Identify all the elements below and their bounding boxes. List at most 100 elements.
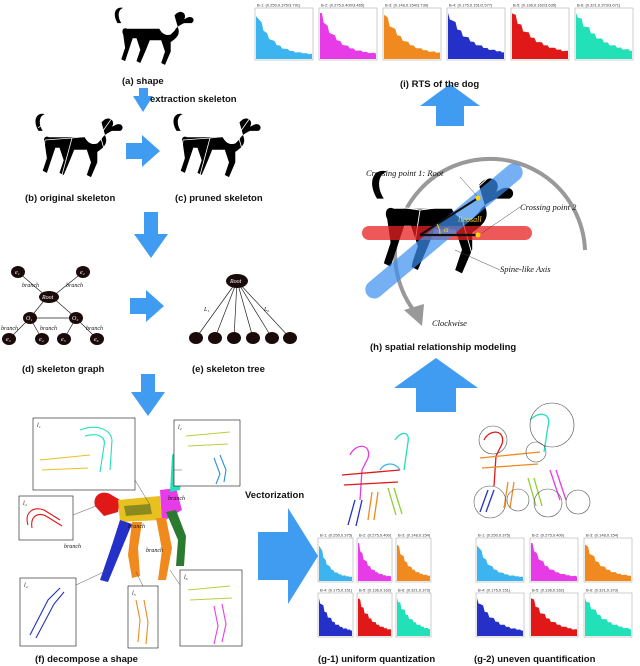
crossing-point-2 [475, 232, 481, 238]
crossing-point-2-label: Crossing point 2 [520, 202, 577, 212]
histogram-g1-2: B-2: (0.275,0.400) [356, 533, 393, 583]
arrow-d-e [130, 290, 164, 322]
histogram-rts-1: B-1: (0.250,0.375/3.791) [254, 3, 314, 61]
tree-label-l6: L₆ [263, 307, 269, 313]
graph-branch-label-3: branch [40, 326, 57, 332]
svg-text:B-6: (0.321,0.373): B-6: (0.321,0.373) [586, 588, 619, 593]
decompose-branch-2: branch [128, 524, 145, 530]
svg-text:B-2: (0.275,0.400): B-2: (0.275,0.400) [532, 533, 565, 538]
svg-text:B-5: (0.136,0.162): B-5: (0.136,0.162) [359, 588, 392, 593]
caption-d: (d) skeleton graph [22, 364, 105, 375]
part-boxes [18, 417, 243, 649]
graph-label-e2: e₂ [80, 270, 85, 276]
uniform-quantization-dog [341, 432, 409, 527]
histogram-rts-2: B-2: (0.275,0.400/3.465) [318, 3, 378, 61]
svg-text:B-3: (0.148,0.154/3.739): B-3: (0.148,0.154/3.739) [385, 3, 429, 8]
decompose-branch-3: branch [64, 544, 81, 550]
graph-label-e4: e₄ [39, 337, 44, 343]
skeleton-original: (b) original skeleton [25, 113, 123, 204]
diagonal-band [365, 163, 523, 299]
caption-extract: extraction skeleton [150, 94, 237, 105]
graph-label-root: Root [41, 295, 54, 301]
part-box-4 [19, 577, 77, 647]
svg-text:B-1: (0.250,0.375): B-1: (0.250,0.375) [320, 533, 353, 538]
tree-label-l1: L₁ [203, 307, 209, 313]
histogram-g2-2: B-2: (0.275,0.400) [529, 533, 579, 583]
caption-g2: (g-2) uneven quantification [474, 654, 596, 665]
arrow-down-c [134, 212, 168, 258]
graph-branch-label-5: branch [86, 326, 103, 332]
graph-label-o3: O₃ [72, 316, 78, 322]
uneven-quantification-dog [473, 402, 591, 519]
graph-node-e4 [35, 333, 49, 345]
caption-vectorization: Vectorization [245, 490, 304, 501]
graph-branch-label-1: branch [22, 283, 39, 289]
svg-text:B-4: (0.175,0.151): B-4: (0.175,0.151) [320, 588, 353, 593]
decomposed-dog [94, 451, 190, 582]
arrow-down-d [131, 374, 165, 416]
caption-e: (e) skeleton tree [192, 364, 265, 375]
decompose-shape: l₁ l₂ l₃ l₄ l₅ l₆ branch branch branch b… [18, 417, 243, 665]
histogram-rts-3: B-3: (0.148,0.154/3.739) [382, 3, 442, 61]
svg-text:B-3: (0.148,0.154): B-3: (0.148,0.154) [398, 533, 431, 538]
svg-text:B-1: (0.250,0.375): B-1: (0.250,0.375) [478, 533, 511, 538]
root-point [475, 195, 481, 201]
graph-label-e3: e₃ [6, 337, 11, 343]
svg-text:B-5: (0.136,0.162): B-5: (0.136,0.162) [532, 588, 565, 593]
graph-label-e1: e₁ [15, 270, 20, 276]
part-label-l6: l₆ [184, 575, 188, 581]
caption-i: (i) RTS of the dog [400, 79, 479, 90]
angle-alpha-label: α [444, 224, 449, 234]
graph-node-e1 [11, 266, 25, 278]
caption-a: (a) shape [122, 76, 164, 87]
shape-a: (a) shape [114, 7, 194, 87]
spine-axis-label: Spine-like Axis [500, 264, 551, 274]
caption-f: (f) decompose a shape [35, 654, 138, 665]
histogram-g1-6: B-6: (0.321,0.373) [395, 588, 432, 638]
part-box-5 [127, 585, 159, 649]
histogram-g2-4: B-4: (0.175,0.151) [475, 588, 525, 638]
skeleton-tree: Root L₁ L₆ (e) skeleton tree [189, 274, 297, 375]
histogram-g1-4: B-4: (0.175,0.151) [317, 588, 354, 638]
svg-text:B-4: (0.175,0.151/2.577): B-4: (0.175,0.151/2.577) [449, 3, 493, 8]
svg-text:B-2: (0.275,0.400): B-2: (0.275,0.400) [359, 533, 392, 538]
graph-node-e5 [57, 333, 71, 345]
decompose-branch-1: branch [168, 496, 185, 502]
part-box-3 [18, 495, 74, 541]
histogram-grids: B-1: (0.250,0.375/3.791) B-2: (0.275,0.40… [254, 3, 634, 638]
isosceles-label: lleosall [458, 215, 482, 224]
arrow-up-h [420, 84, 480, 126]
caption-c: (c) pruned skeleton [175, 193, 263, 204]
caption-g1: (g-1) uniform quantization [318, 654, 435, 665]
graph-label-e5: e₅ [61, 337, 66, 343]
skeleton-pruned: (c) pruned skeleton [173, 113, 263, 204]
spatial-relationship-model: α lleosall Crossing point 1: Root Crossi… [362, 156, 587, 353]
svg-text:B-4: (0.175,0.151): B-4: (0.175,0.151) [478, 588, 511, 593]
graph-node-e6 [90, 333, 104, 345]
histogram-g2-3: B-3: (0.148,0.154) [583, 533, 633, 583]
histogram-g2-5: B-5: (0.136,0.162) [529, 588, 579, 638]
svg-text:B-3: (0.148,0.154): B-3: (0.148,0.154) [586, 533, 619, 538]
caption-h: (h) spatial relationship modeling [370, 342, 516, 353]
part-box-2 [173, 419, 241, 487]
histogram-rts-6: B-6: (0.321,0.373/3.671) [574, 3, 634, 61]
arrow-up-g [394, 358, 478, 412]
svg-text:B-6: (0.321,0.373): B-6: (0.321,0.373) [398, 588, 431, 593]
graph-node-o3 [69, 312, 83, 324]
part-box-1 [32, 417, 136, 491]
part-label-l1: l₁ [37, 423, 41, 429]
part-label-l4: l₄ [24, 583, 28, 589]
graph-label-o1: O₁ [26, 316, 32, 322]
graph-branch-label-2: branch [66, 283, 83, 289]
svg-text:B-1: (0.250,0.375/3.791): B-1: (0.250,0.375/3.791) [257, 3, 301, 8]
histogram-g1-5: B-5: (0.136,0.162) [356, 588, 393, 638]
histogram-g1-3: B-3: (0.148,0.154) [395, 533, 432, 583]
graph-node-e3 [2, 333, 16, 345]
part-label-l5: l₅ [132, 591, 136, 597]
skeleton-graph: e₁ e₂ Root O₁ O₃ e₃ e₄ e₅ e₆ branch bran… [1, 266, 105, 375]
histogram-rts-4: B-4: (0.175,0.151/2.577) [446, 3, 506, 61]
root-label: Crossing point 1: Root [366, 168, 444, 178]
svg-text:B-5: (0.136,0.162/3.635): B-5: (0.136,0.162/3.635) [513, 3, 557, 8]
graph-label-e6: e₆ [94, 337, 99, 343]
